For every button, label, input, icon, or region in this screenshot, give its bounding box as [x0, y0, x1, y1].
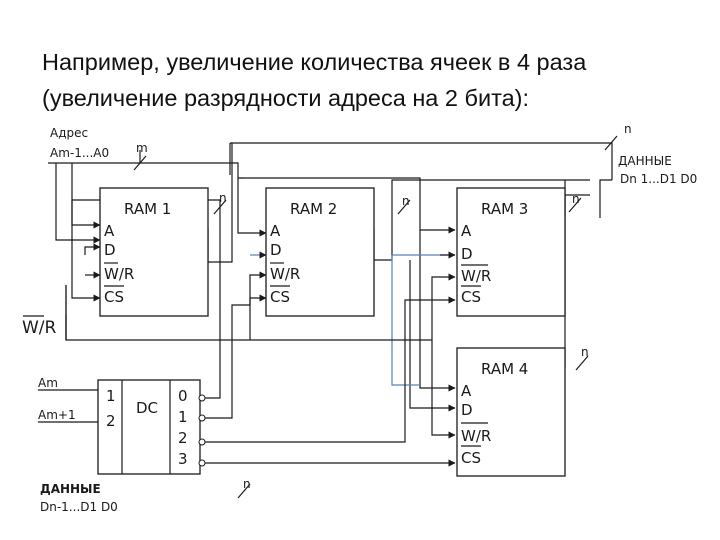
- ram-4: RAM 4 A D W/R CS: [456, 347, 566, 477]
- data-word-top: ДАННЫЕ: [618, 154, 672, 168]
- decoder-output-3: 3: [178, 450, 188, 468]
- ram4-data-width: n: [581, 345, 589, 359]
- decoder-title: DC: [136, 399, 158, 417]
- ram-3-pin-a: A: [461, 222, 472, 240]
- bus-width-markers: [133, 135, 618, 499]
- decoder-output-bubble-2: [198, 438, 206, 446]
- ram-2-title: RAM 2: [290, 200, 337, 218]
- decoder: DC 1 2 0 1 2 3: [97, 379, 206, 475]
- ram-2-pin-d: D: [270, 241, 282, 259]
- ram-4-pin-d: D: [461, 401, 473, 419]
- data-width-label-top: n: [624, 122, 632, 136]
- am-label: Am: [38, 376, 58, 390]
- ram3-data-width: n: [572, 192, 580, 206]
- decoder-output-1: 1: [178, 408, 188, 426]
- ram-1-pin-a: A: [104, 222, 115, 240]
- address-width-label: m: [136, 141, 148, 155]
- ram-3-pin-cs: CS: [461, 288, 481, 306]
- address-range: Am-1...A0: [50, 146, 109, 160]
- ram-2: RAM 2 A D W/R CS: [265, 187, 375, 317]
- ram-4-pin-wr: W/R: [461, 427, 491, 445]
- ram-3-title: RAM 3: [481, 200, 528, 218]
- decoder-output-2: 2: [178, 429, 188, 447]
- data-range-top: Dn 1...D1 D0: [620, 172, 697, 186]
- slide-title: Например, увеличение количества ячеек в …: [42, 49, 587, 111]
- data-word-bottom: ДАННЫЕ: [40, 482, 101, 496]
- ram-4-title: RAM 4: [481, 360, 528, 378]
- decoder-output-bubble-0: [198, 394, 206, 402]
- ram-1: RAM 1 A D W/R CS: [99, 187, 209, 317]
- ram-2-pin-a: A: [270, 222, 281, 240]
- data-width-label-bottom: n: [243, 477, 251, 491]
- ram2-data-width: n: [402, 194, 410, 208]
- wr-signal-label: W/R: [22, 318, 57, 338]
- ram-1-pin-cs: CS: [104, 288, 124, 306]
- decoder-output-bubble-1: [198, 414, 206, 422]
- wr-bus: [65, 271, 456, 439]
- address-bus: [48, 150, 456, 392]
- decoder-input-1: 1: [106, 387, 116, 405]
- ram-1-pin-wr: W/R: [104, 265, 134, 283]
- ram-2-pin-wr: W/R: [270, 265, 300, 283]
- ram-1-pin-d: D: [104, 241, 116, 259]
- ram-3-pin-d: D: [461, 245, 473, 263]
- ram-3: RAM 3 A D W/R CS: [456, 187, 566, 317]
- decoder-output-0: 0: [178, 387, 188, 405]
- address-word: Адрес: [50, 126, 88, 140]
- ram-4-pin-a: A: [461, 382, 472, 400]
- data-range-bottom: Dn-1...D1 D0: [40, 500, 118, 514]
- ram-2-pin-cs: CS: [270, 288, 290, 306]
- ram1-data-width: n: [219, 191, 227, 205]
- ram-3-pin-wr: W/R: [461, 267, 491, 285]
- decoder-output-bubble-3: [198, 459, 206, 467]
- decoder-input-2: 2: [106, 412, 116, 430]
- am1-label: Am+1: [38, 408, 76, 422]
- ram-4-pin-cs: CS: [461, 449, 481, 467]
- ram-1-title: RAM 1: [124, 200, 171, 218]
